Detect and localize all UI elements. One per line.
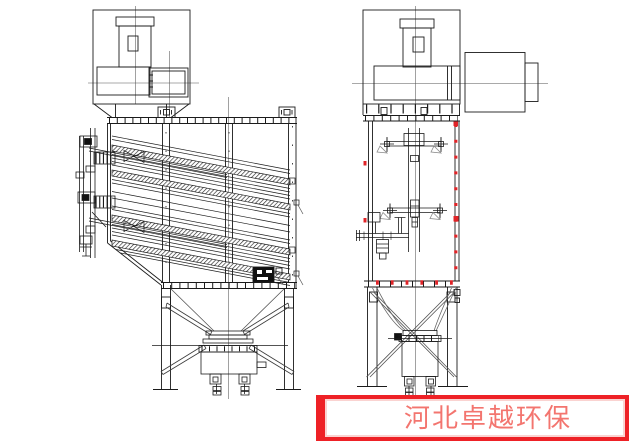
centerlines-front: [88, 6, 229, 399]
fan-motor-assembly-front: [92, 9, 191, 118]
top-plenum-flange: [107, 106, 297, 124]
fan-motor-assembly-side: [362, 9, 539, 115]
pulse-valve-tree: [376, 128, 449, 252]
filter-cartridge-bank-upper: [111, 135, 304, 233]
air-manifold-assembly: [75, 128, 116, 258]
clean-air-box-frame: [363, 115, 460, 288]
air-manifold-side: [356, 212, 409, 260]
front-view: [75, 6, 304, 399]
hopper-side: [372, 287, 457, 332]
support-legs-side: [357, 287, 468, 387]
side-view: [352, 6, 548, 399]
dust-cart-front: [152, 330, 288, 396]
weld-marks-red: [363, 121, 459, 285]
company-banner: 河北卓越环保: [316, 395, 629, 441]
pulse-blow-pipes: [88, 147, 228, 248]
hopper-front: [170, 288, 285, 332]
support-legs-front: [153, 285, 301, 390]
control-box-black: [252, 266, 284, 285]
centerlines-side: [352, 6, 548, 399]
filter-cartridge-bank-lower: [111, 205, 304, 286]
company-name: 河北卓越环保: [403, 403, 572, 433]
dust-cart-side: [388, 330, 452, 396]
